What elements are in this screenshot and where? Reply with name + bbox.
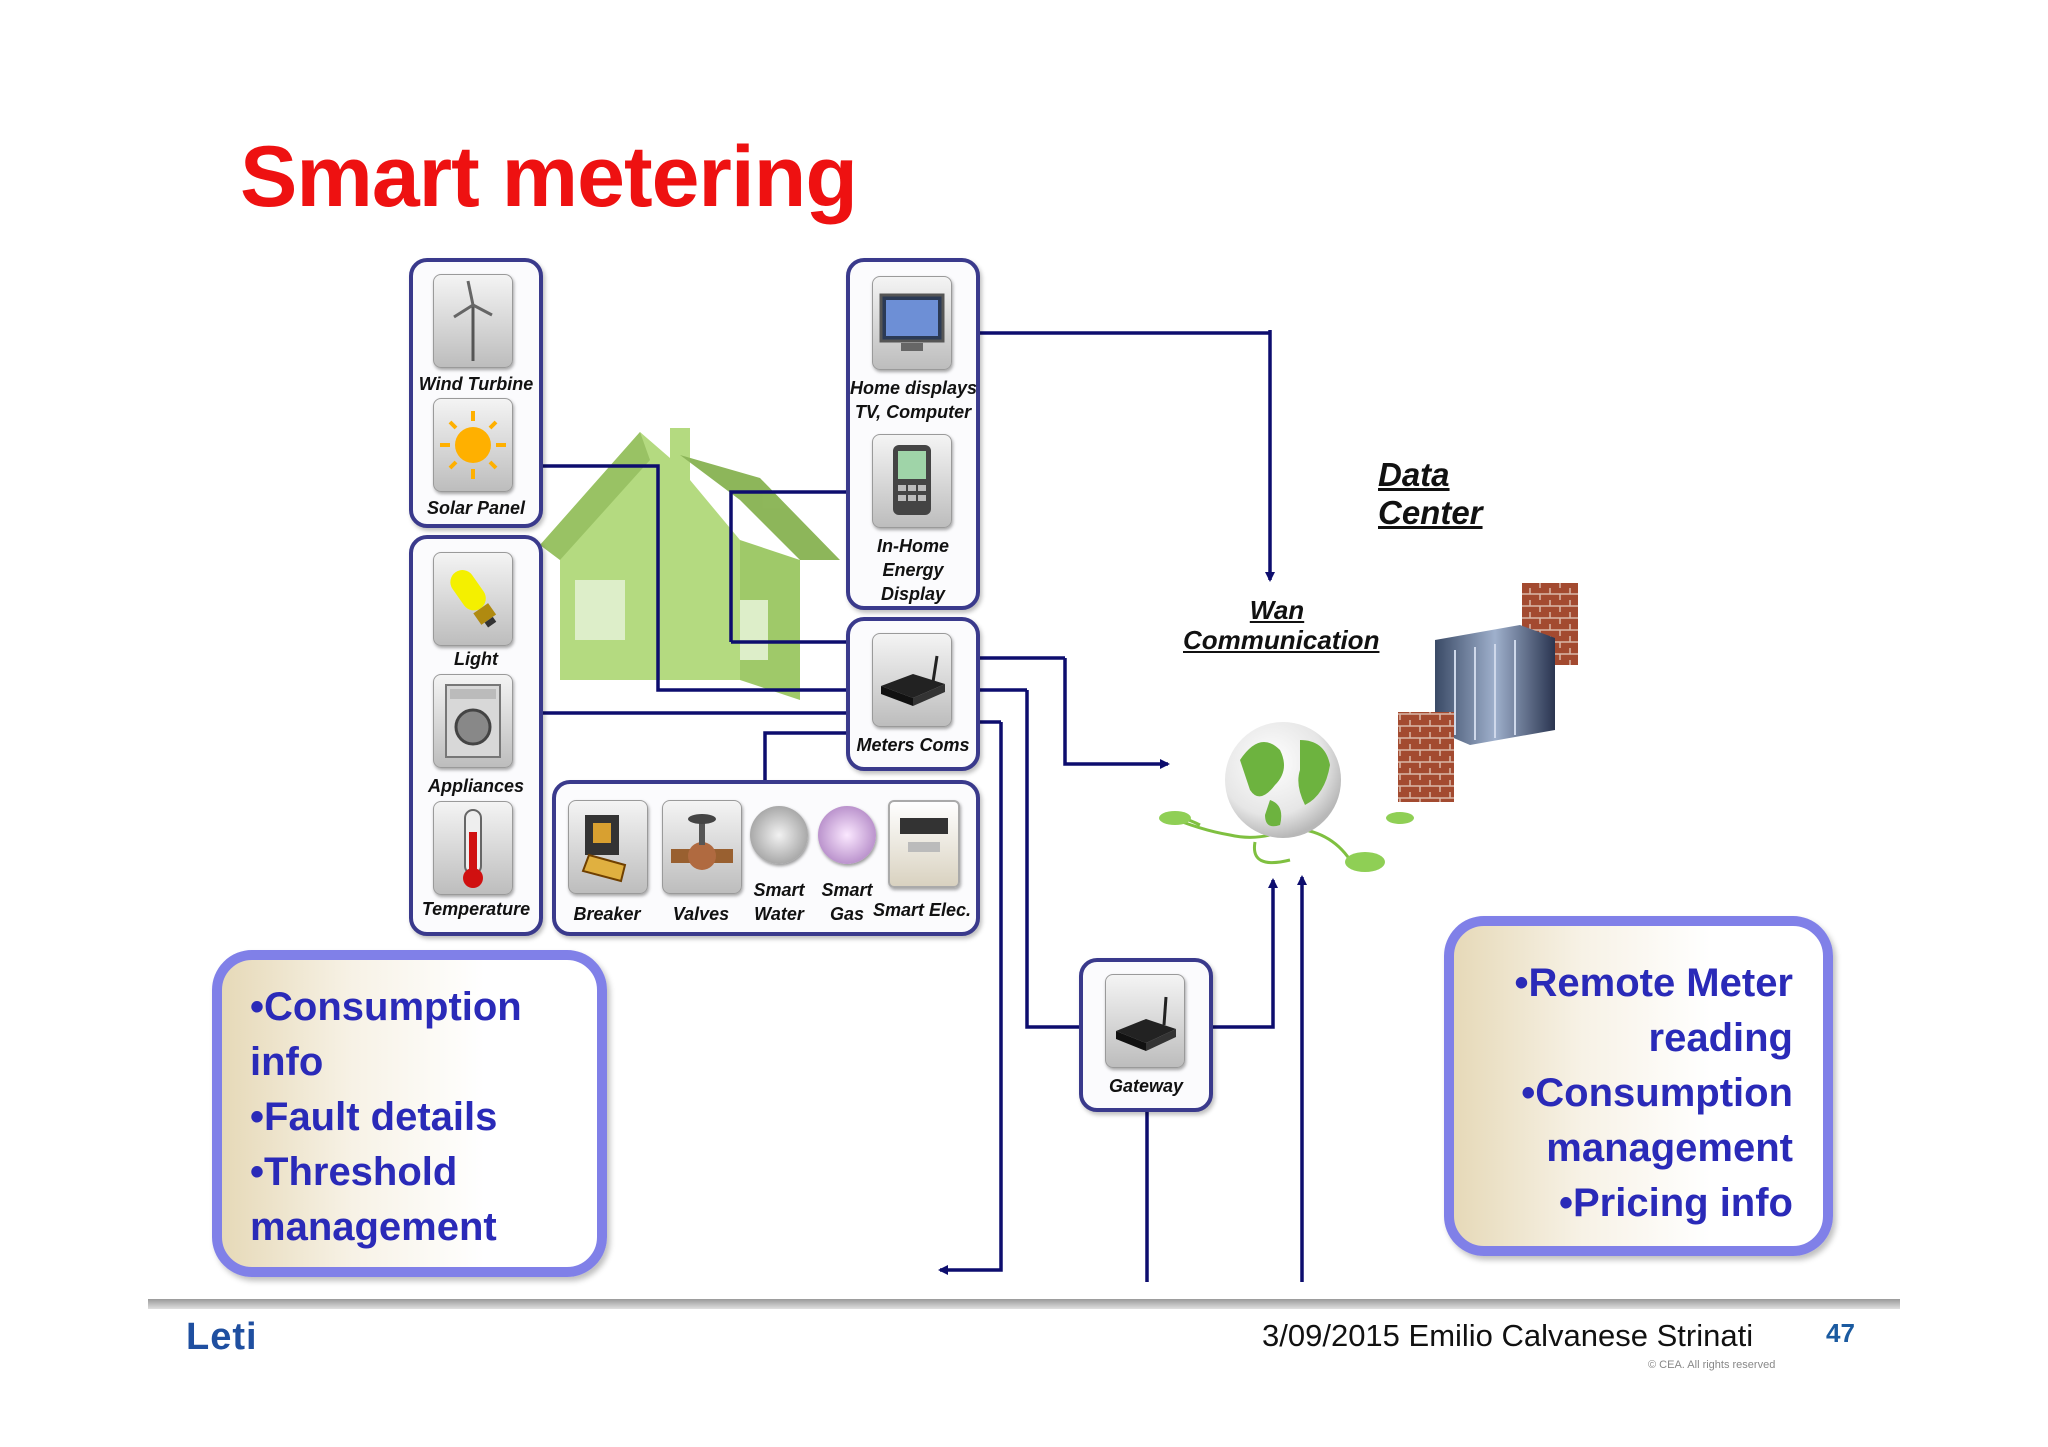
wan-label-1: Wan [1249, 595, 1305, 625]
utility-feature-line: •Consumption [1521, 1071, 1793, 1115]
in-home-display-label-3: Display [880, 584, 946, 604]
wan-label-2: Communication [1183, 624, 1380, 655]
globe-icon [1159, 722, 1414, 872]
smart-water-label-1: Smart [753, 880, 805, 900]
water-meter-icon[interactable] [750, 806, 808, 864]
wind-turbine-icon[interactable] [433, 274, 513, 368]
leti-logo: Leti [186, 1316, 258, 1358]
home-displays-label-2: TV, Computer [854, 402, 972, 422]
utility-features-list: •Remote Meter reading •Consumption manag… [1514, 956, 1793, 1231]
valves-label: Valves [672, 904, 730, 924]
data-center-icon [1398, 583, 1578, 802]
utility-features-box: •Remote Meter reading •Consumption manag… [1444, 916, 1833, 1256]
utility-feature-line: •Pricing info [1558, 1181, 1793, 1225]
copyright-notice: © CEA. All rights reserved [1648, 1359, 1776, 1371]
consumer-features-box: •Consumption info •Fault details •Thresh… [212, 950, 607, 1277]
in-home-display-label-1: In-Home [877, 536, 949, 556]
data-center-label-1: Data [1378, 456, 1450, 493]
solar-panel-label: Solar Panel [426, 498, 526, 518]
smart-water-label-2: Water [754, 904, 804, 924]
data-center-label: Data Center [1378, 456, 1483, 532]
data-center-label-2: Center [1378, 493, 1483, 531]
gateway-label: Gateway [1108, 1076, 1184, 1096]
meters-coms-label: Meters Coms [856, 735, 970, 755]
energy-display-icon[interactable] [872, 434, 952, 528]
house-illustration [540, 428, 840, 700]
footer-date-author: 3/09/2015 Emilio Calvanese Strinati [1262, 1318, 1754, 1353]
wind-turbine-label: Wind Turbine [418, 374, 534, 394]
home-displays-label-1: Home displays [850, 378, 978, 398]
generation-group: Wind Turbine Solar Panel [409, 258, 543, 528]
consumer-feature-line: info [250, 1040, 324, 1084]
temperature-label: Temperature [421, 899, 531, 919]
slide-title: Smart metering [240, 129, 858, 225]
tv-monitor-icon[interactable] [872, 276, 952, 370]
light-label: Light [454, 649, 498, 669]
meters-coms-group: Meters Coms [846, 617, 980, 771]
in-home-display-label-2: Energy [882, 560, 944, 580]
solar-panel-icon[interactable] [433, 398, 513, 492]
breaker-label: Breaker [573, 904, 641, 924]
utility-feature-line: •Remote Meter [1514, 961, 1793, 1005]
utility-feature-line: reading [1648, 1016, 1793, 1060]
page-number: 47 [1826, 1318, 1855, 1348]
thermometer-icon[interactable] [433, 801, 513, 895]
washing-machine-icon[interactable] [433, 674, 513, 768]
displays-group: Home displays TV, Computer In-Home Energ… [846, 258, 980, 610]
footer-divider [148, 1299, 1900, 1309]
appliances-label: Appliances [427, 776, 525, 796]
gateway-router-icon[interactable] [1105, 974, 1185, 1068]
light-bulb-icon[interactable] [433, 552, 513, 646]
breaker-icon[interactable] [568, 800, 648, 894]
electric-meter-icon[interactable] [888, 800, 960, 888]
loads-group: Light Appliances Temperature [409, 535, 543, 936]
consumer-feature-line: •Consumption [250, 985, 522, 1029]
consumer-feature-line: management [250, 1205, 497, 1249]
gateway-group: Gateway [1079, 958, 1213, 1112]
meters-group: Breaker Valves Smart Water Smart Gas Sma… [552, 780, 980, 936]
connection-arrows [528, 328, 1307, 1282]
valve-icon[interactable] [662, 800, 742, 894]
smart-gas-label-1: Smart [821, 880, 873, 900]
consumer-features-list: •Consumption info •Fault details •Thresh… [250, 980, 522, 1255]
utility-feature-line: management [1546, 1126, 1793, 1170]
router-icon[interactable] [872, 633, 952, 727]
gas-meter-icon[interactable] [818, 806, 876, 864]
smart-gas-label-2: Gas [829, 904, 865, 924]
consumer-feature-line: •Threshold [250, 1150, 458, 1194]
consumer-feature-line: •Fault details [250, 1095, 498, 1139]
wan-label: Wan Communication [1183, 595, 1380, 656]
smart-elec-label: Smart Elec. [872, 900, 972, 920]
